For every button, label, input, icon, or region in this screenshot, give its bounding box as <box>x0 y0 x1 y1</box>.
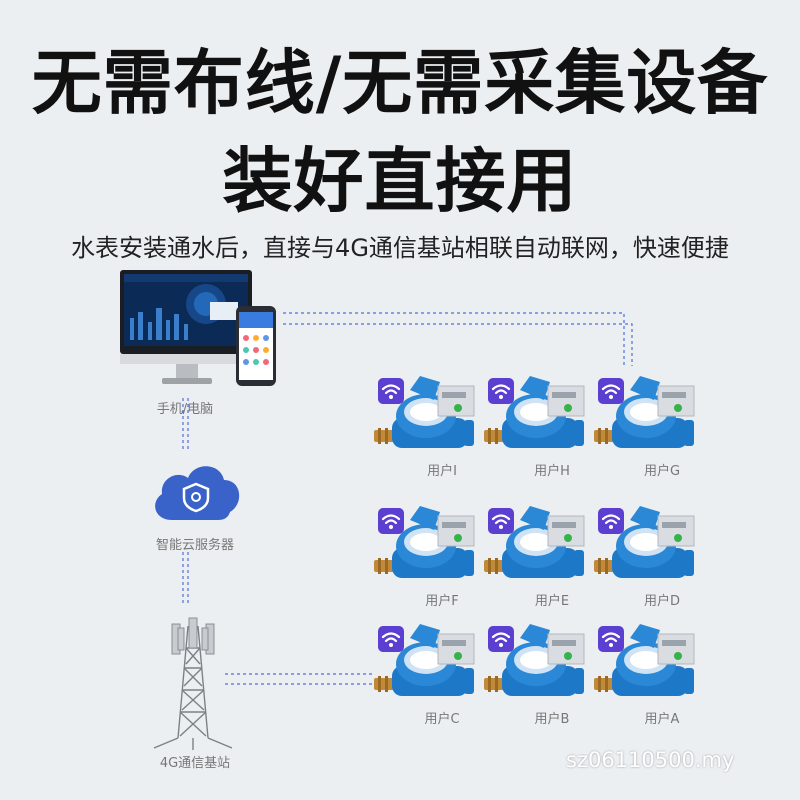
water-meter-icon <box>594 624 695 696</box>
link-device-to-meters-a <box>283 312 625 366</box>
device-label: 手机/电脑 <box>156 402 214 417</box>
headline-line1: 无需布线/无需采集设备 <box>31 42 769 124</box>
meter-label: 用户A <box>644 712 680 727</box>
cell-tower-icon <box>153 617 233 750</box>
meter-label: 用户G <box>643 464 681 479</box>
water-meter: 用户G <box>592 372 702 482</box>
water-meter-icon <box>374 376 475 448</box>
computer-monitor <box>120 270 276 386</box>
water-meter-icon <box>374 506 475 578</box>
water-meter: 用户E <box>482 502 592 612</box>
water-meter-icon <box>484 376 585 448</box>
meter-label: 用户C <box>424 712 460 727</box>
water-meter-icon <box>374 624 475 696</box>
water-meter: 用户F <box>372 502 482 612</box>
meter-label: 用户E <box>534 594 570 609</box>
cloud-label: 智能云服务器 <box>155 538 234 553</box>
meter-label: 用户F <box>425 594 459 609</box>
water-meter: 用户D <box>592 502 702 612</box>
link-device-to-meters-b <box>283 323 633 366</box>
headline-line2: 装好直接用 <box>222 140 578 222</box>
watermark: sz06110500.my <box>566 748 735 772</box>
water-meter-icon <box>594 376 695 448</box>
cloud-server-icon <box>155 466 240 520</box>
water-meter: 用户A <box>592 620 702 730</box>
water-meter: 用户C <box>372 620 482 730</box>
water-meter: 用户I <box>372 372 482 482</box>
meter-label: 用户H <box>534 464 570 479</box>
water-meter: 用户H <box>482 372 592 482</box>
meter-label: 用户I <box>427 464 457 479</box>
tower-label: 4G通信基站 <box>159 756 231 771</box>
meter-label: 用户D <box>643 594 680 609</box>
water-meter: 用户B <box>482 620 592 730</box>
water-meter-icon <box>594 506 695 578</box>
meter-label: 用户B <box>534 712 570 727</box>
water-meter-icon <box>484 506 585 578</box>
subtitle: 水表安装通水后，直接与4G通信基站相联自动联网，快速便捷 <box>71 234 729 262</box>
water-meter-icon <box>484 624 585 696</box>
